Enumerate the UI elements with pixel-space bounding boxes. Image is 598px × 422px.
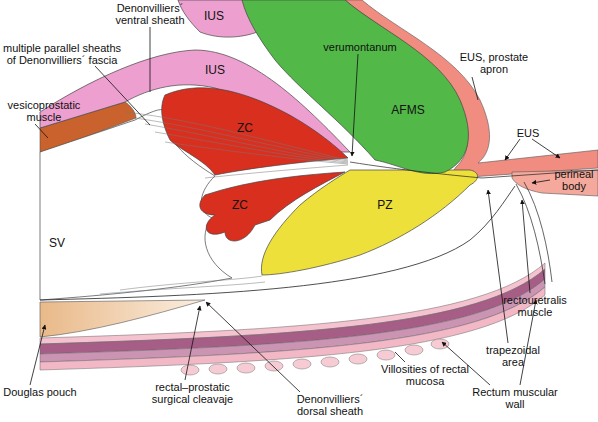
rectouretralis-line — [524, 182, 552, 282]
callout-label: verumontanum — [320, 41, 400, 53]
leader-group — [30, 27, 560, 392]
region-shape — [261, 170, 477, 275]
leader-line — [185, 306, 200, 380]
fiber-line — [145, 124, 348, 162]
leader-line — [522, 200, 530, 293]
leader-line — [352, 54, 358, 156]
fiber-line — [125, 112, 348, 160]
callout-label: Denonvilliers´ ventral sheath — [105, 2, 195, 26]
leader-line — [472, 77, 478, 100]
villus — [237, 363, 255, 373]
leader-line — [488, 190, 508, 343]
leader-line — [30, 325, 45, 385]
callout-label: multiple parallel sheaths of Denonvillie… — [0, 42, 124, 66]
anatomy-region: PZ — [255, 165, 483, 280]
villus — [293, 359, 311, 369]
villus — [431, 339, 449, 349]
anatomy-region: AFMS — [238, 0, 478, 180]
fascia-fibers — [100, 112, 348, 294]
villus — [321, 357, 339, 367]
region-label: IUS — [205, 63, 225, 77]
callout-label: Douglas pouch — [0, 386, 80, 398]
region-outline — [255, 165, 483, 280]
callout-label: trapezoidal area — [478, 344, 548, 368]
dorsal-sheath-line — [40, 186, 515, 300]
villus — [377, 350, 395, 360]
callout-label: rectal–prostatic surgical cleavaje — [145, 381, 240, 405]
leader-line — [150, 27, 151, 92]
leader-line — [35, 124, 48, 138]
fiber-line — [205, 165, 348, 178]
callout-label: vesicoprostatic muscle — [0, 99, 88, 123]
callout-label: rectouretralis muscle — [495, 294, 575, 318]
rectouretralis-line — [516, 184, 545, 284]
callout-label: Denonvilliers´ dorsal sheath — [285, 393, 375, 417]
fiber-line — [165, 142, 348, 164]
callout-label: perineal body — [550, 168, 598, 192]
fiber-line — [120, 276, 262, 290]
region-label: SV — [49, 236, 65, 250]
leader-line — [206, 302, 300, 392]
leader-line — [395, 352, 405, 362]
region-label: ZC — [232, 198, 248, 212]
region-outline — [238, 0, 478, 180]
leader-line — [532, 180, 550, 183]
region-label: ZC — [237, 121, 253, 135]
villus — [265, 361, 283, 371]
fiber-line — [135, 118, 348, 161]
callout-label: EUS — [512, 127, 544, 139]
villus — [181, 365, 199, 375]
callout-label: Rectum muscular wall — [470, 386, 560, 410]
leader-line — [95, 66, 150, 125]
douglas-pouch-shape — [40, 300, 205, 337]
region-label: IUS — [204, 9, 224, 23]
leader-line — [532, 139, 560, 158]
fiber-line — [100, 282, 265, 294]
fiber-line — [155, 132, 348, 163]
callout-label: Villosities of rectal mucosa — [380, 363, 470, 387]
callout-label: EUS, prostate apron — [455, 51, 533, 75]
region-label: AFMS — [391, 103, 424, 117]
rectum-layer — [40, 287, 545, 370]
villus — [349, 354, 367, 364]
region-shape — [40, 109, 232, 300]
region-label: PZ — [377, 198, 392, 212]
villus — [405, 345, 423, 355]
villus — [209, 364, 227, 374]
leader-line — [505, 139, 520, 160]
